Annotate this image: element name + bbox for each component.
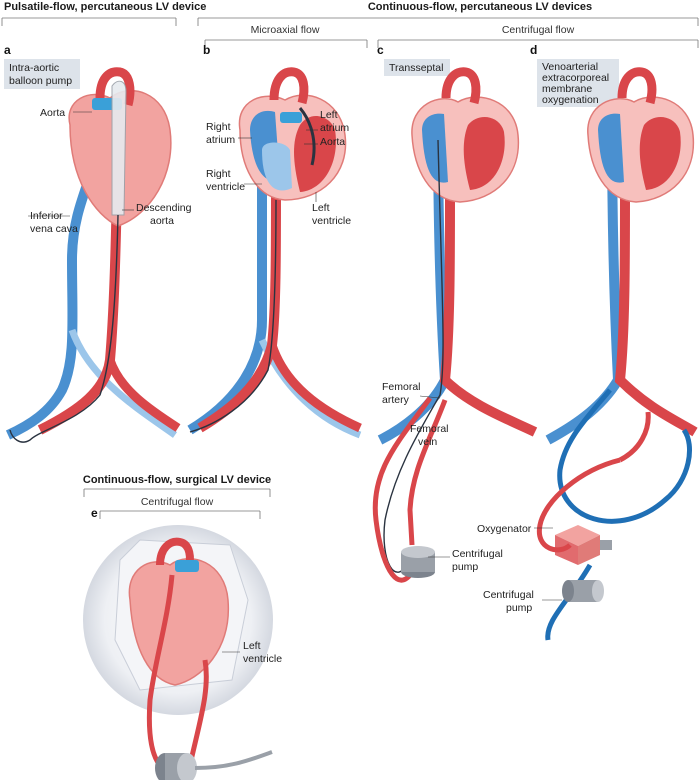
panel-a-catheter	[9, 214, 119, 443]
panel-c-label-pump-1: Centrifugal	[452, 548, 503, 560]
panel-d-box-line-1: Venoarterial	[542, 61, 598, 73]
panel-e-aorta-cap	[175, 560, 199, 572]
bracket-surgical	[83, 488, 271, 497]
panel-d-aorta	[614, 189, 698, 437]
panel-b-label-ra-1: Right	[206, 121, 231, 133]
panel-b-label-rv-1: Right	[206, 168, 231, 180]
panel-c-leader-fa	[419, 395, 441, 399]
panel-b-iliac-artery	[267, 343, 362, 433]
header-centrifugal: Centrifugal flow	[377, 24, 699, 48]
panel-a-balloon	[111, 80, 127, 216]
header-pulsatile-text: Pulsatile-flow, percutaneous LV device	[4, 1, 206, 13]
panel-a-box-line-1: Intra-aortic	[9, 62, 59, 74]
panel-c-aortic-arch	[441, 67, 481, 105]
panel-d-box-line-2: extracorporeal	[542, 72, 609, 84]
panel-c-tube-inflow	[407, 399, 448, 546]
panel-d-right-heart	[598, 113, 624, 183]
panel-a-iliac-vein	[68, 328, 178, 438]
panel-b-label-ra-2: atrium	[206, 134, 235, 146]
panel-c-tube-outflow	[372, 396, 433, 583]
panel-c-left-heart	[463, 116, 505, 190]
panel-e-label-lv-2: ventricle	[243, 653, 282, 665]
panel-e-centrifugal-pump	[155, 753, 197, 780]
panel-b-label-lv-1: Left	[312, 202, 330, 214]
bracket-surgical-sub	[99, 510, 261, 519]
panel-e-aortic-arch	[156, 537, 194, 572]
panel-c-letter: c	[377, 43, 384, 57]
panel-b-label-lv-2: ventricle	[312, 215, 351, 227]
panel-c: c Transseptal Femoral artery Femoral vei…	[372, 43, 538, 583]
panel-d-left-heart	[639, 116, 681, 190]
panel-a-label-ivc-2: vena cava	[30, 223, 78, 235]
panel-c-aorta	[439, 189, 538, 437]
panel-d-tube-arterial	[618, 411, 651, 463]
panel-e-label-lv-1: Left	[243, 640, 261, 652]
panel-b-catheter	[189, 199, 277, 433]
panel-d-centrifugal-pump	[562, 580, 604, 602]
panel-d-box-line-3: membrane	[542, 83, 592, 95]
header-pulsatile: Pulsatile-flow, percutaneous LV device	[1, 1, 206, 26]
panel-d-aortic-arch	[617, 67, 657, 105]
panel-c-label-fa-2: artery	[382, 394, 410, 406]
panel-a-iliac-artery	[105, 358, 181, 432]
panel-d-label-pump-1: Centrifugal	[483, 589, 534, 601]
panel-a-label-desc-2: aorta	[150, 215, 174, 227]
header-surgical-sub-text: Centrifugal flow	[141, 496, 214, 508]
header-surgical-text: Continuous-flow, surgical LV device	[83, 474, 271, 486]
panel-a-label-box	[4, 59, 80, 89]
header-continuous-text: Continuous-flow, percutaneous LV devices	[368, 1, 592, 13]
panel-c-label-pump-2: pump	[452, 561, 478, 573]
panel-d-tube-drain	[545, 563, 593, 641]
panel-c-right-heart	[422, 113, 448, 183]
panel-a-aortic-arch	[95, 67, 135, 107]
panel-a-letter: a	[4, 43, 11, 57]
panel-b-label-rv-2: ventricle	[206, 181, 245, 193]
header-continuous: Continuous-flow, percutaneous LV devices	[197, 1, 699, 26]
panel-d-oxygenator	[555, 525, 612, 565]
panel-e-letter: e	[91, 506, 98, 520]
header-microaxial: Microaxial flow	[204, 24, 368, 48]
panel-d-label-oxy: Oxygenator	[477, 523, 532, 535]
panel-d-box-line-4: oxygenation	[542, 94, 599, 106]
panel-c-label-fv-1: Femoral	[410, 423, 449, 435]
panel-d-label-pump-2: pump	[506, 602, 532, 614]
bracket-microaxial	[204, 39, 368, 48]
panel-b-impella-device	[298, 107, 316, 166]
panel-e-driveline	[194, 750, 273, 770]
panel-a-label-desc-1: Descending	[136, 202, 192, 214]
panel-e: Continuous-flow, surgical LV device e Ce…	[83, 474, 282, 780]
panel-b-label-la-1: Left	[320, 109, 338, 121]
panel-b-aortic-arch	[269, 67, 309, 105]
panel-e-inflow-cannula	[187, 659, 209, 766]
panel-d-tube-venous	[557, 388, 692, 524]
panel-a-box-line-2: balloon pump	[9, 75, 72, 87]
panel-c-centrifugal-pump	[401, 546, 435, 578]
panel-a-label-aorta: Aorta	[40, 107, 65, 119]
bracket-continuous	[197, 17, 699, 26]
panel-b-right-ventricle	[262, 142, 292, 191]
panel-c-label-fv-2: vein	[418, 436, 437, 448]
panel-b-letter: b	[203, 43, 210, 57]
panel-d-label-box	[537, 59, 619, 107]
panel-b-label-aorta: Aorta	[320, 136, 345, 148]
panel-b: b Right atrium Left atrium Aorta Right v…	[187, 43, 362, 439]
bracket-centrifugal	[377, 39, 699, 48]
panel-c-box-line-1: Transseptal	[389, 62, 443, 74]
bracket-pulsatile	[1, 17, 177, 26]
panel-b-label-la-2: atrium	[320, 122, 349, 134]
panel-e-outflow-graft	[146, 574, 175, 773]
panel-c-label-box	[384, 59, 450, 76]
panel-c-label-fa-1: Femoral	[382, 381, 421, 393]
panel-b-aorta-cap	[280, 112, 302, 123]
panel-d: d Venoarterial extracorporeal membrane o…	[477, 43, 698, 641]
header-microaxial-text: Microaxial flow	[251, 24, 320, 36]
header-centrifugal-text: Centrifugal flow	[502, 24, 575, 36]
panel-c-cannula	[383, 139, 444, 573]
panel-a: a Intra-aortic balloon pump Aorta Inferi…	[4, 43, 192, 443]
panel-d-letter: d	[530, 43, 537, 57]
